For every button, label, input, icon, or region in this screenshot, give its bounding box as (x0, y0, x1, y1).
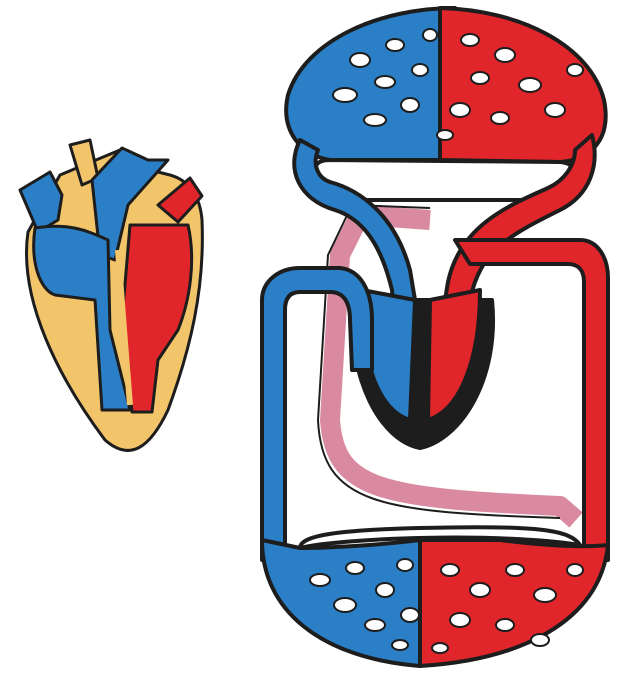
superior-vena-cava (20, 172, 62, 232)
circulation-diagram (262, 8, 608, 666)
vena-cava-loop (262, 268, 372, 560)
heart-anatomy (20, 140, 202, 450)
